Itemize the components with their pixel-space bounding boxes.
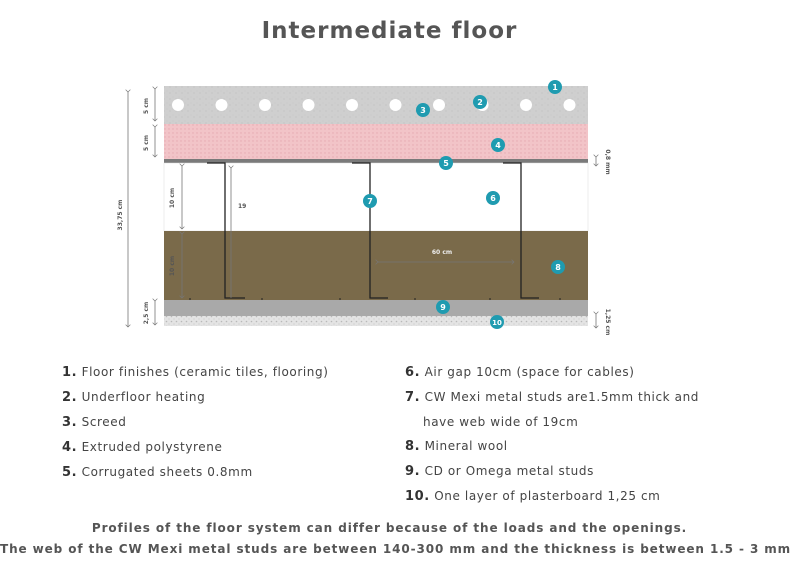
cw-stud [503, 162, 539, 299]
heating-pipes [172, 99, 619, 111]
legend-item: 1. Floor finishes (ceramic tiles, floori… [62, 360, 329, 385]
svg-text:4: 4 [495, 141, 501, 150]
legend-text: Extruded polystyrene [77, 440, 223, 454]
legend-number: 2. [62, 390, 78, 405]
legend-text: Underfloor heating [77, 390, 206, 404]
label-board: 1,25 cm [604, 309, 611, 336]
badge-6: 6 [486, 191, 500, 205]
legend-number: 3. [62, 415, 78, 430]
label-bottom: 2,5 cm [143, 302, 150, 325]
legend-number: 6. [405, 365, 421, 380]
badge-8: 8 [551, 260, 565, 274]
label-stud: 19 [238, 203, 246, 210]
label-layer1: 5 cm [143, 98, 150, 114]
air-gap [163, 162, 589, 232]
legend-number: 10. [405, 489, 430, 504]
legend-number: 7. [405, 390, 421, 405]
svg-text:6: 6 [490, 194, 496, 203]
label-layer2: 5 cm [143, 135, 150, 151]
svg-text:10: 10 [492, 319, 502, 327]
badge-4: 4 [491, 138, 505, 152]
legend-text: Floor finishes (ceramic tiles, flooring) [77, 365, 329, 379]
cw-stud [352, 162, 388, 299]
legend-item: 6. Air gap 10cm (space for cables) [405, 360, 699, 385]
badge-2: 2 [473, 95, 487, 109]
legend-item: 10. One layer of plasterboard 1,25 cm [405, 484, 699, 509]
badge-10: 10 [490, 315, 504, 329]
label-sheet: 0,8 mm [604, 149, 611, 174]
legend-text: CD or Omega metal studs [420, 464, 594, 478]
legend-number: 9. [405, 464, 421, 479]
heating-pipe [302, 99, 315, 111]
label-spacing: 60 cm [432, 249, 452, 256]
label-wool: 10 cm [169, 256, 176, 276]
badge-1: 1 [548, 80, 562, 94]
legend-left: 1. Floor finishes (ceramic tiles, floori… [62, 360, 329, 485]
legend-number: 5. [62, 465, 78, 480]
svg-text:5: 5 [443, 159, 449, 168]
callout-badges: 1 2 3 4 5 6 7 8 9 10 [363, 80, 565, 329]
polystyrene-layer [164, 124, 588, 159]
heating-pipe [520, 99, 532, 111]
legend-right: 6. Air gap 10cm (space for cables)7. CW … [405, 360, 699, 509]
svg-text:7: 7 [367, 197, 373, 206]
legend-text: Air gap 10cm (space for cables) [420, 365, 635, 379]
heating-pipe [346, 99, 358, 111]
cw-stud [207, 162, 245, 299]
page-title: Intermediate floor [261, 18, 518, 44]
legend-item: 2. Underfloor heating [62, 385, 329, 410]
badge-5: 5 [439, 156, 453, 170]
svg-text:3: 3 [420, 106, 426, 115]
heating-pipe [433, 99, 445, 111]
legend-item: 9. CD or Omega metal studs [405, 459, 699, 484]
floor-section-diagram: 33,75 cm 5 cm 5 cm 10 cm 10 cm 2,5 cm 19… [117, 80, 619, 336]
legend-item: 8. Mineral wool [405, 434, 699, 459]
legend-text: One layer of plasterboard 1,25 cm [429, 489, 661, 503]
legend-number: 1. [62, 365, 78, 380]
omega-studs [189, 298, 561, 300]
screed-layer [164, 86, 588, 124]
svg-text:9: 9 [440, 303, 446, 312]
corrugated-sheet [164, 159, 588, 163]
label-airgap: 10 cm [169, 188, 176, 208]
svg-text:8: 8 [555, 263, 561, 272]
heating-pipe [215, 99, 228, 111]
svg-text:1: 1 [552, 83, 558, 92]
legend-item: 7. CW Mexi metal studs are1.5mm thick an… [405, 385, 699, 410]
cw-studs [207, 162, 539, 299]
footnote-2: The web of the CW Mexi metal studs are b… [0, 542, 791, 556]
legend-text: CW Mexi metal studs are1.5mm thick and [420, 390, 700, 404]
heating-pipe [389, 99, 402, 111]
legend-number: 8. [405, 439, 421, 454]
legend-text: Mineral wool [420, 439, 508, 453]
legend-text: Corrugated sheets 0.8mm [77, 465, 253, 479]
legend-text: Screed [77, 415, 127, 429]
label-total: 33,75 cm [117, 200, 124, 231]
badge-7: 7 [363, 194, 377, 208]
heating-pipe [259, 99, 271, 111]
cd-omega-studs-layer [164, 300, 588, 316]
legend-item-continuation: have web wide of 19cm [423, 415, 579, 429]
legend-item: 4. Extruded polystyrene [62, 435, 329, 460]
heating-pipe [563, 99, 576, 111]
legend-item: 3. Screed [62, 410, 329, 435]
legend-item: 5. Corrugated sheets 0.8mm [62, 460, 329, 485]
legend-number: 4. [62, 440, 78, 455]
footnote-1: Profiles of the floor system can differ … [91, 521, 688, 535]
mineral-wool-layer [164, 231, 588, 300]
svg-text:2: 2 [477, 98, 483, 107]
heating-pipe [172, 99, 184, 111]
badge-9: 9 [436, 300, 450, 314]
heating-pipe [607, 99, 619, 111]
badge-3: 3 [416, 103, 430, 117]
plasterboard-layer [164, 316, 588, 326]
